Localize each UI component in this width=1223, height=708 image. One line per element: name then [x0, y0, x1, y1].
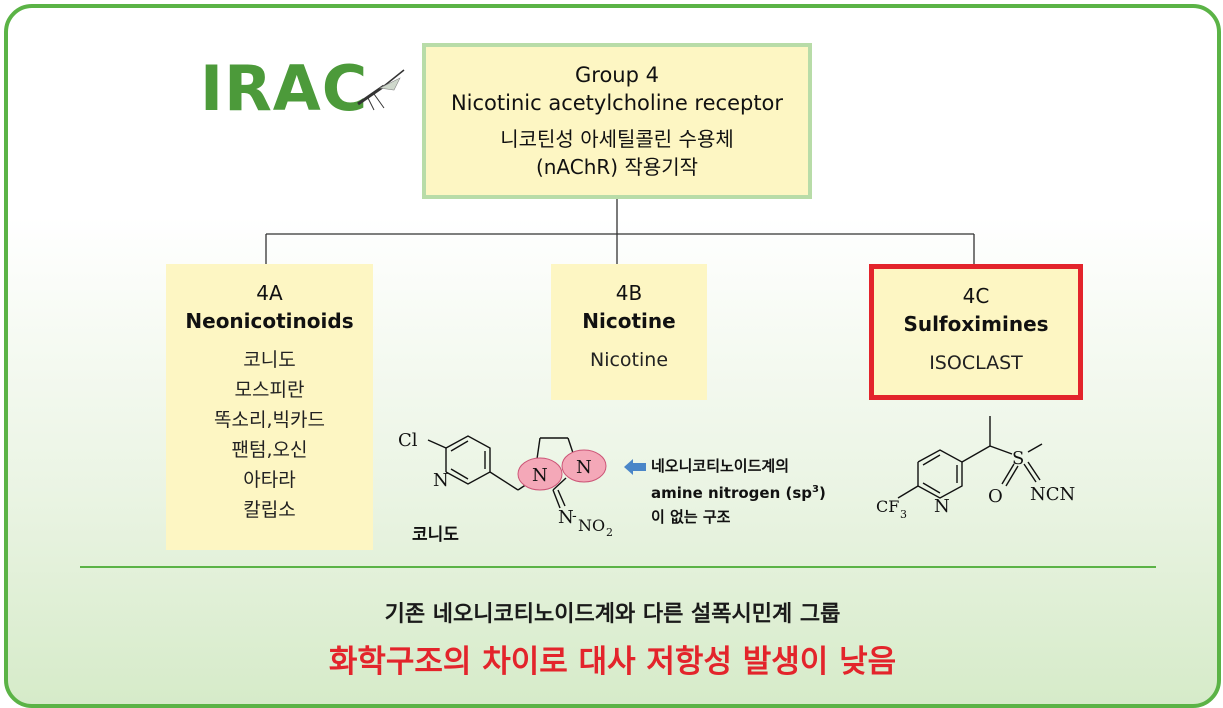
atom-s: S — [1012, 448, 1024, 469]
group-moa: (nAChR) 작용기작 — [535, 155, 699, 179]
insect-icon — [357, 69, 405, 111]
atom-ncn: NCN — [1030, 484, 1075, 505]
subgroup-code: 4C — [962, 284, 990, 308]
subgroup-code: 4A — [256, 281, 283, 305]
subgroup-name: Sulfoximines — [903, 312, 1049, 336]
atom-n: N — [433, 470, 449, 491]
atom-cf: CF — [876, 497, 899, 516]
atom-cl: Cl — [398, 430, 418, 451]
atom-n: N — [532, 465, 548, 486]
product-item: 칼립소 — [243, 499, 296, 521]
summary-highlight: 화학구조의 차이로 대사 저항성 발생이 낮음 — [328, 644, 897, 680]
group-name: Nicotinic acetylcholine receptor — [450, 91, 784, 115]
product-item: 똑소리,빅카드 — [214, 409, 325, 431]
product-item: 팬텀,오신 — [231, 439, 308, 461]
atom-n: N — [934, 496, 950, 517]
subgroup-code: 4B — [615, 281, 643, 305]
atom-sub: 2 — [606, 526, 613, 539]
product-item: 모스피란 — [234, 379, 305, 401]
subgroup-name: Nicotine — [582, 309, 676, 333]
atom-n: N — [576, 457, 592, 478]
product-item: Nicotine — [589, 349, 669, 371]
product-item: 아타라 — [243, 469, 296, 491]
subgroup-4a-box: 4A Neonicotinoids 코니도 모스피란 똑소리,빅카드 팬텀,오신… — [166, 264, 373, 550]
conido-caption: 코니도 — [412, 525, 459, 545]
atom-o: O — [988, 486, 1003, 507]
group-title: Group 4 — [575, 63, 659, 87]
group-korean-name: 니코틴성 아세틸콜린 수용체 — [500, 127, 734, 151]
conido-structure: Cl N N N N - NO 2 코니도 — [398, 430, 613, 545]
subgroup-name: Neonicotinoids — [185, 309, 354, 333]
summary-line: 기존 네오니코티노이드계와 다른 설폭시민계 그룹 — [384, 602, 841, 627]
tree-connectors — [265, 199, 975, 264]
subgroup-4b-box: 4B Nicotine Nicotine — [551, 264, 707, 400]
structure-note: 네오니코티노이드계의 amine nitrogen (sp3) 이 없는 구조 — [651, 457, 826, 526]
atom-dash: - — [572, 508, 577, 524]
atom-sub: 3 — [900, 508, 907, 521]
group-4-box: Group 4 Nicotinic acetylcholine receptor… — [422, 43, 812, 199]
irac-logo: IRAC — [200, 52, 369, 125]
diagram-frame: IRAC Group 4 Nicotinic acetylcholine rec… — [4, 4, 1221, 708]
atom-no: NO — [578, 516, 605, 535]
atom-n: N — [558, 507, 574, 528]
isoclast-structure: S O NCN N CF 3 — [876, 416, 1075, 521]
subgroup-4c-box: 4C Sulfoximines ISOCLAST — [869, 264, 1083, 400]
product-item: ISOCLAST — [929, 352, 1023, 374]
product-item: 코니도 — [243, 349, 296, 371]
arrow-left-icon — [624, 459, 646, 475]
divider — [80, 566, 1156, 568]
